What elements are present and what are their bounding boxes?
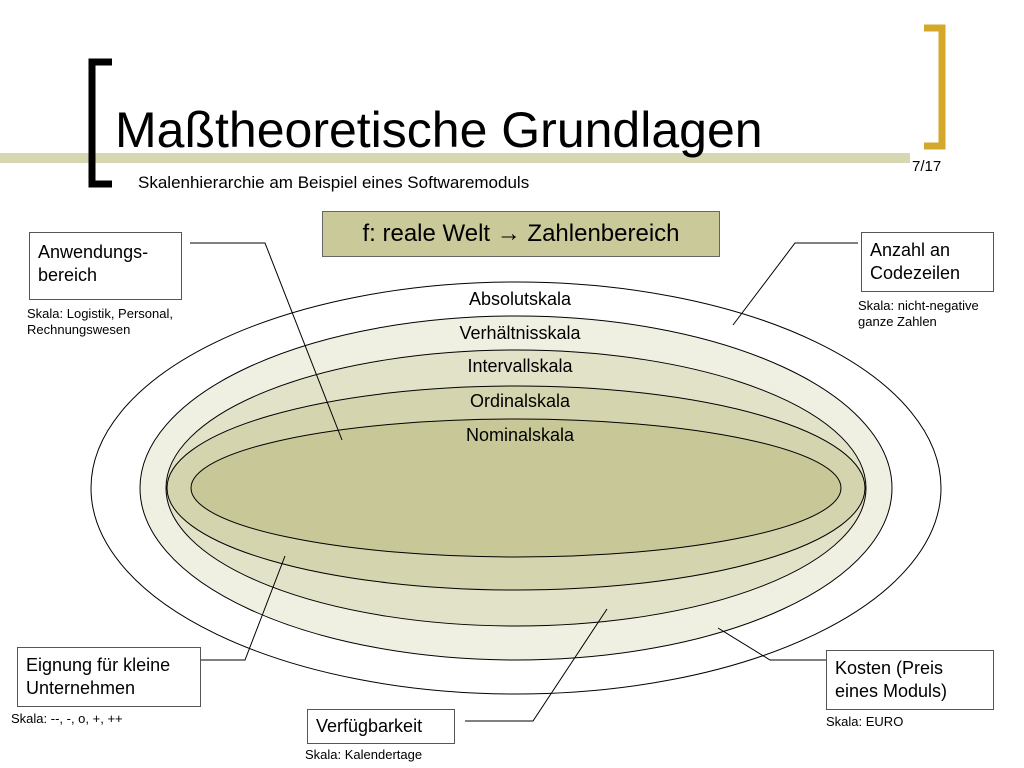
codezeilen-box: Anzahl an Codezeilen (861, 232, 994, 292)
anwendungsbereich-label-line1: Anwendungs- (38, 242, 149, 262)
slide-title: Maßtheoretische Grundlagen (115, 102, 763, 158)
kosten-box: Kosten (Preis eines Moduls) (826, 650, 994, 710)
eignung-label-line1: Eignung für kleine (26, 655, 171, 675)
anwendungsbereich-box: Anwendungs- bereich (29, 232, 182, 300)
ellipse-nominalskala (190, 418, 842, 558)
codezeilen-label-line1: Anzahl an (870, 240, 951, 260)
kosten-note: Skala: EURO (826, 714, 904, 729)
anwendungsbereich-label-line2: bereich (38, 265, 98, 285)
kosten-label-line2: eines Moduls) (835, 681, 948, 701)
verfuegbarkeit-note: Skala: Kalendertage (305, 747, 423, 762)
page-number: 7/17 (912, 158, 942, 175)
right-bracket (924, 24, 946, 150)
codezeilen-note-line1: Skala: nicht-negative (858, 298, 979, 313)
anwendungsbereich-note-line2: Rechnungswesen (27, 322, 131, 337)
connector-verfuegbarkeit (465, 608, 608, 722)
anwendungsbereich-note: Skala: Logistik, Personal, Rechnungswese… (27, 306, 173, 338)
codezeilen-note: Skala: nicht-negative ganze Zahlen (858, 298, 979, 330)
verfuegbarkeit-box: Verfügbarkeit (307, 709, 455, 744)
anwendungsbereich-note-line1: Skala: Logistik, Personal, (27, 306, 173, 321)
title-band (0, 153, 910, 163)
codezeilen-note-line2: ganze Zahlen (858, 314, 937, 329)
label-verhaeltnisskala: Verhältnisskala (459, 323, 581, 343)
eignung-box: Eignung für kleine Unternehmen (17, 647, 201, 707)
formula-box: f: reale Welt → Zahlenbereich (322, 211, 720, 257)
connector-codezeilen (732, 242, 858, 326)
eignung-note: Skala: --, -, o, +, ++ (11, 711, 123, 726)
label-intervallskala: Intervallskala (467, 356, 573, 376)
connector-kosten (717, 627, 826, 661)
connector-eignung (201, 555, 286, 661)
connector-anwendungsbereich (190, 242, 343, 441)
verfuegbarkeit-label: Verfügbarkeit (316, 716, 423, 736)
label-absolutskala: Absolutskala (468, 289, 572, 309)
codezeilen-label-line2: Codezeilen (870, 263, 961, 283)
eignung-label-line2: Unternehmen (26, 678, 136, 698)
kosten-label-line1: Kosten (Preis (835, 658, 944, 678)
left-bracket (88, 58, 112, 188)
label-ordinalskala: Ordinalskala (469, 391, 571, 411)
slide-subtitle: Skalenhierarchie am Beispiel eines Softw… (138, 173, 530, 192)
label-nominalskala: Nominalskala (465, 425, 575, 445)
